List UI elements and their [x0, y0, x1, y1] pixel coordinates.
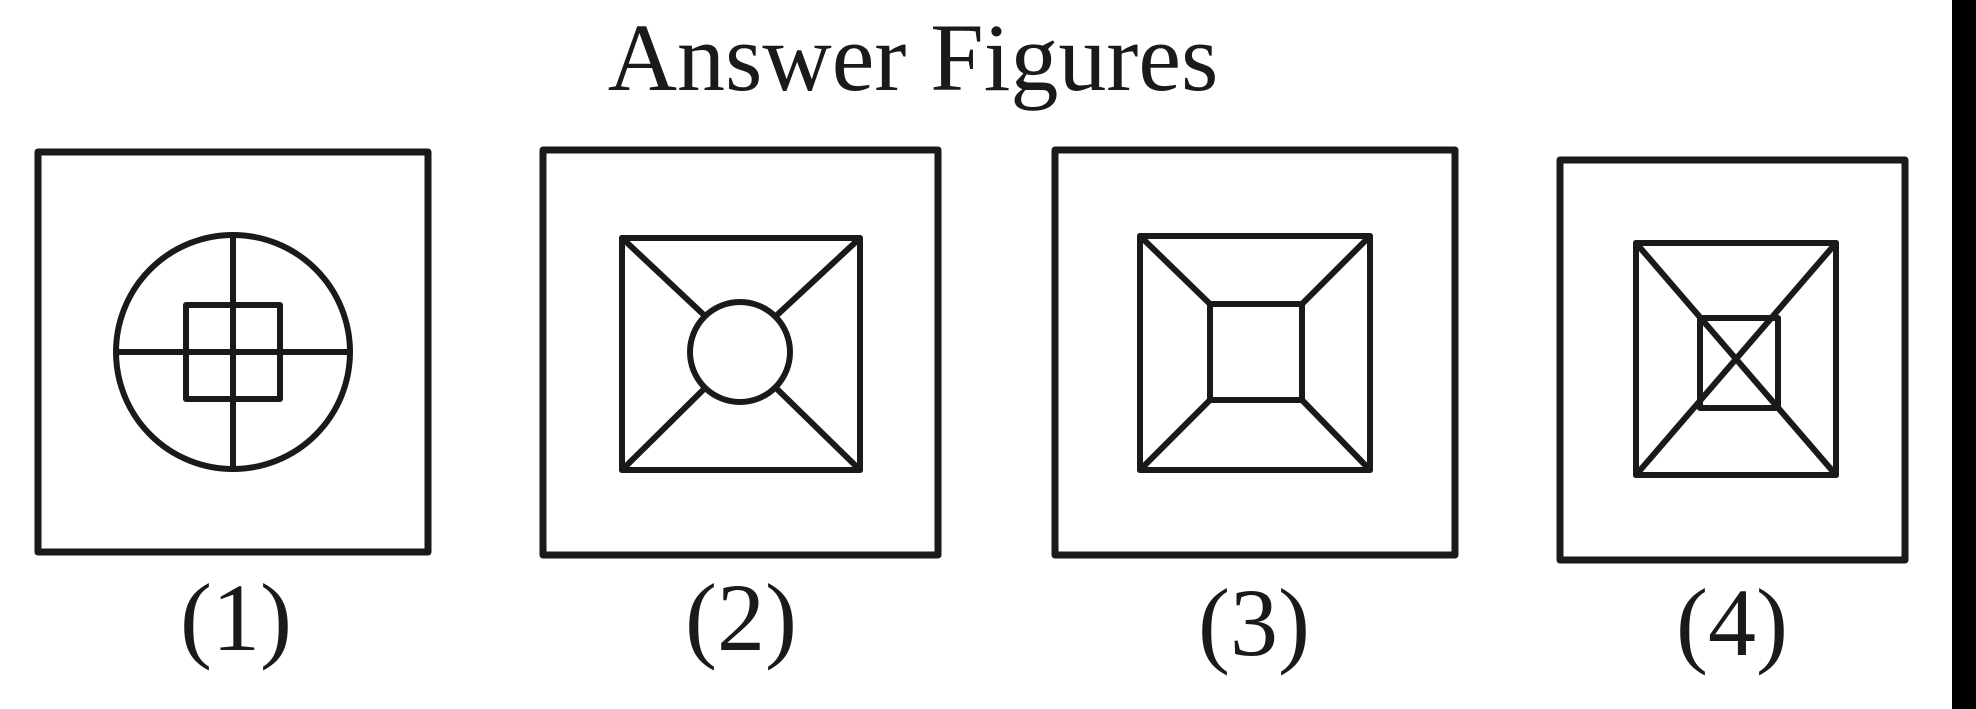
- figure-2-diagonal-tr: [773, 235, 863, 319]
- figure-1-outer-frame: [34, 148, 432, 556]
- square-diagonals-crossed-square-icon: [1633, 240, 1839, 478]
- answer-figure-4[interactable]: [1556, 156, 1909, 564]
- figure-2-diagonal-br: [773, 385, 863, 473]
- figure-3-diagonal-tl: [1137, 233, 1213, 307]
- figure-4-inner-square: [1633, 240, 1839, 478]
- page-title: Answer Figures: [0, 10, 1976, 106]
- figure-4-outer-frame: [1556, 156, 1909, 564]
- figure-label-3: (3): [1198, 569, 1310, 676]
- figure-4-diagonal-anti: [1633, 240, 1839, 478]
- square-diagonals-square-icon: [1137, 233, 1373, 473]
- figure-3-diagonal-br: [1299, 397, 1373, 473]
- figure-3-diagonal-bl: [1137, 397, 1213, 473]
- circle-cross-small-square-icon: [113, 232, 353, 472]
- figure-1-small-square: [183, 302, 283, 402]
- answer-figure-1[interactable]: [34, 148, 432, 556]
- figure-3-diagonal-tr: [1299, 233, 1373, 307]
- figure-4-center-square: [1697, 315, 1781, 411]
- figure-2-diagonal-tl: [619, 235, 708, 319]
- figure-label-1: (1): [180, 564, 292, 671]
- scan-edge-bar: [1952, 0, 1976, 709]
- figure-2-diagonal-bl: [619, 385, 708, 473]
- figure-2-center-circle: [687, 299, 793, 405]
- figure-3-center-square: [1207, 301, 1305, 403]
- page-title-text: Answer Figures: [607, 4, 1219, 111]
- figure-3-inner-square: [1137, 233, 1373, 473]
- figure-label-4: (4): [1676, 569, 1788, 676]
- figure-2-inner-square: [619, 235, 863, 473]
- answer-figure-2[interactable]: [539, 146, 942, 559]
- figure-label-2: (2): [685, 564, 797, 671]
- square-diagonals-circle-icon: [619, 235, 863, 473]
- figure-3-outer-frame: [1051, 146, 1459, 559]
- answer-figure-3[interactable]: [1051, 146, 1459, 559]
- figure-2-outer-frame: [539, 146, 942, 559]
